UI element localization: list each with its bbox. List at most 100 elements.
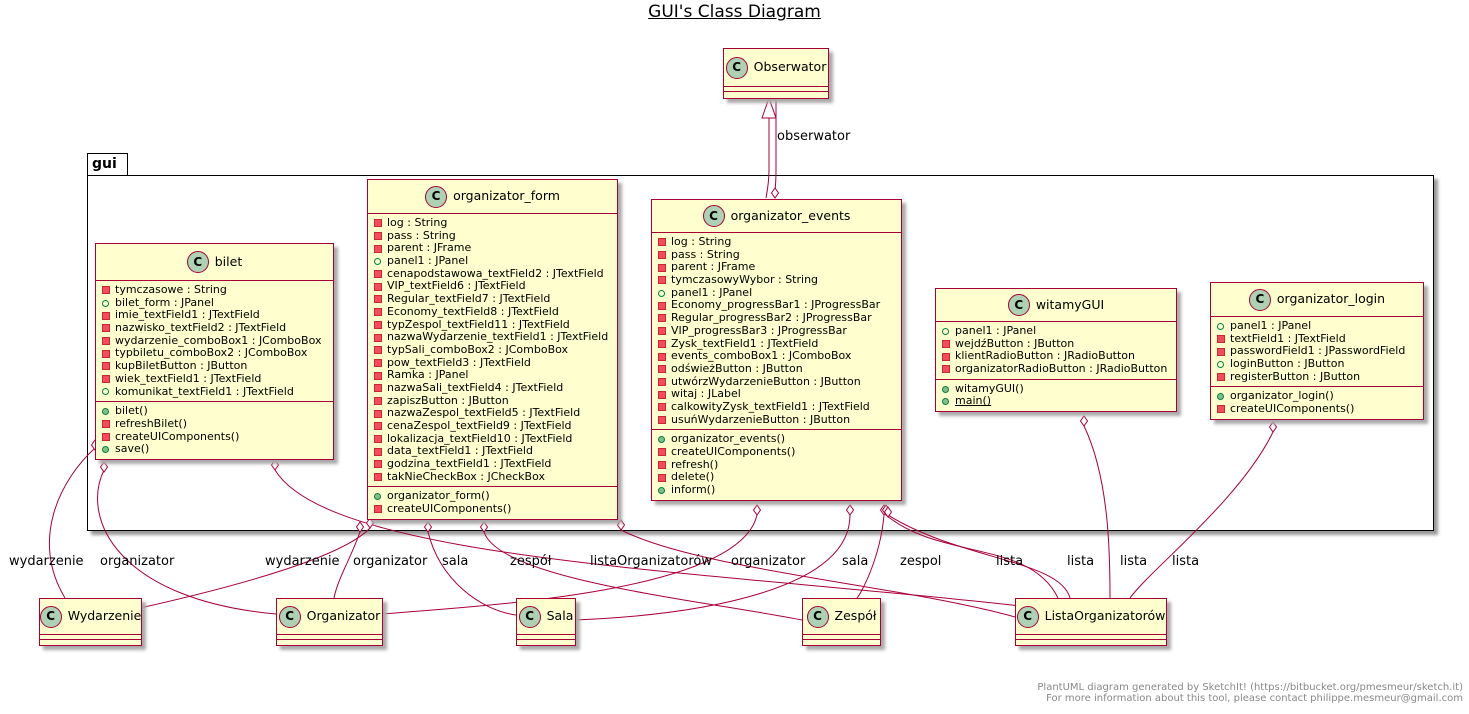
field-text: typZespol_textField11 : JTextField xyxy=(387,317,570,331)
field-row: Ramka : JPanel xyxy=(374,369,617,382)
field-text: nazwisko_textField2 : JTextField xyxy=(115,321,287,335)
private-icon xyxy=(658,327,671,335)
private-icon xyxy=(102,286,115,294)
method-text: createUIComponents() xyxy=(387,502,512,516)
private-icon xyxy=(658,353,671,361)
public-icon xyxy=(658,487,671,494)
aggregation-diamond xyxy=(479,521,489,533)
private-icon xyxy=(374,245,387,253)
field-text: typSali_comboBox2 : JComboBox xyxy=(387,342,569,356)
class-name: Sala xyxy=(546,608,574,624)
field-row: tymczasowe : String xyxy=(102,283,333,297)
private-icon xyxy=(374,334,387,342)
field-text: log : String xyxy=(387,216,448,229)
class-icon: C xyxy=(278,605,301,628)
public-icon xyxy=(658,436,671,443)
aggregation-diamond xyxy=(752,504,762,516)
field-row: odświeżButton : JButton xyxy=(658,362,901,376)
field-row: lokalizacja_textField10 : JTextField xyxy=(374,431,617,446)
edge-label-events-sala: sala xyxy=(842,554,869,569)
private-icon xyxy=(658,314,671,322)
private-icon xyxy=(658,302,671,310)
field-row: komunikat_textField1 : JTextField xyxy=(102,384,333,399)
field-row: nazwaWydarzenie_textField1 : JTextField xyxy=(374,330,617,344)
field-row: parent : JFrame xyxy=(658,261,901,274)
aggregation-diamond xyxy=(1079,415,1089,427)
edge-obserwator xyxy=(774,98,777,191)
field-row: panel1 : JPanel xyxy=(374,254,617,268)
footer-note: PlantUML diagram generated by SketchIt! … xyxy=(1037,682,1463,704)
field-row: pass : String xyxy=(374,228,617,243)
edge-form-wydarzenie xyxy=(139,527,371,609)
public-icon xyxy=(942,328,955,335)
edge-label-witamy-lista: lista xyxy=(1120,554,1148,569)
class-icon: C xyxy=(39,605,62,628)
field-row: typbiletu_comboBox2 : JComboBox xyxy=(102,347,333,360)
public-icon xyxy=(1217,393,1230,400)
field-row: wydarzenie_comboBox1 : JComboBox xyxy=(102,334,333,348)
method-text: save() xyxy=(115,442,150,456)
method-row: main() xyxy=(942,395,1176,408)
field-text: godzina_textField1 : JTextField xyxy=(387,457,552,471)
field-row: imie_textField1 : JTextField xyxy=(102,309,333,322)
field-text: pass : String xyxy=(387,228,456,242)
field-row: kupBiletButton : JButton xyxy=(102,359,333,373)
method-row: witamyGUI() xyxy=(942,382,1176,396)
public-icon xyxy=(374,493,387,500)
field-text: klientRadioButton : JRadioButton xyxy=(955,349,1135,363)
footer-line-1: PlantUML diagram generated by SketchIt! … xyxy=(1037,682,1463,693)
field-row: VIP_textField6 : JTextField xyxy=(374,280,617,293)
class-name: Obserwator xyxy=(753,59,827,75)
public-icon xyxy=(942,386,955,393)
field-text: panel1 : JPanel xyxy=(955,324,1037,337)
field-row: events_comboBox1 : JComboBox xyxy=(658,349,901,363)
public-icon xyxy=(1217,361,1230,368)
field-text: Ramka : JPanel xyxy=(387,368,469,382)
class-icon: C xyxy=(1248,288,1271,311)
field-text: lokalizacja_textField10 : JTextField xyxy=(387,431,573,445)
edge-bilet-lista xyxy=(274,469,1021,607)
field-row: takNieCheckBox : JCheckBox xyxy=(374,470,617,484)
aggregation-diamond xyxy=(423,521,433,533)
private-icon xyxy=(374,270,387,278)
edge-label-bilet-organizator: organizator xyxy=(100,554,175,569)
private-icon xyxy=(374,283,387,291)
edge-label-events-zespol: zespol xyxy=(900,554,942,569)
field-text: log : String xyxy=(671,235,732,248)
edge-label-obserwator: obserwator xyxy=(777,129,851,144)
field-text: usuńWydarzenieButton : JButton xyxy=(671,412,851,426)
method-row: createUIComponents() xyxy=(1217,402,1423,416)
field-text: wejdźButton : JButton xyxy=(955,336,1075,350)
method-text: bilet() xyxy=(115,404,148,418)
field-row: wiek_textField1 : JTextField xyxy=(102,371,333,386)
class-name: organizator_login xyxy=(1276,291,1386,307)
footer-line-2: For more information about this tool, pl… xyxy=(1046,693,1463,704)
field-text: nazwaSali_textField4 : JTextField xyxy=(387,380,564,394)
private-icon xyxy=(658,264,671,272)
method-row: refresh() xyxy=(658,458,901,472)
field-text: komunikat_textField1 : JTextField xyxy=(115,384,294,398)
private-icon xyxy=(374,384,387,392)
private-icon xyxy=(658,391,671,399)
private-icon xyxy=(374,435,387,443)
field-text: parent : JFrame xyxy=(387,241,472,255)
private-icon xyxy=(658,461,671,469)
public-icon xyxy=(102,300,115,307)
private-icon xyxy=(374,359,387,367)
private-icon xyxy=(658,365,671,373)
field-text: Economy_textField8 : JTextField xyxy=(387,304,559,318)
field-text: wiek_textField1 : JTextField xyxy=(115,371,262,385)
private-icon xyxy=(374,397,387,405)
edge-login-lista xyxy=(1129,431,1274,599)
